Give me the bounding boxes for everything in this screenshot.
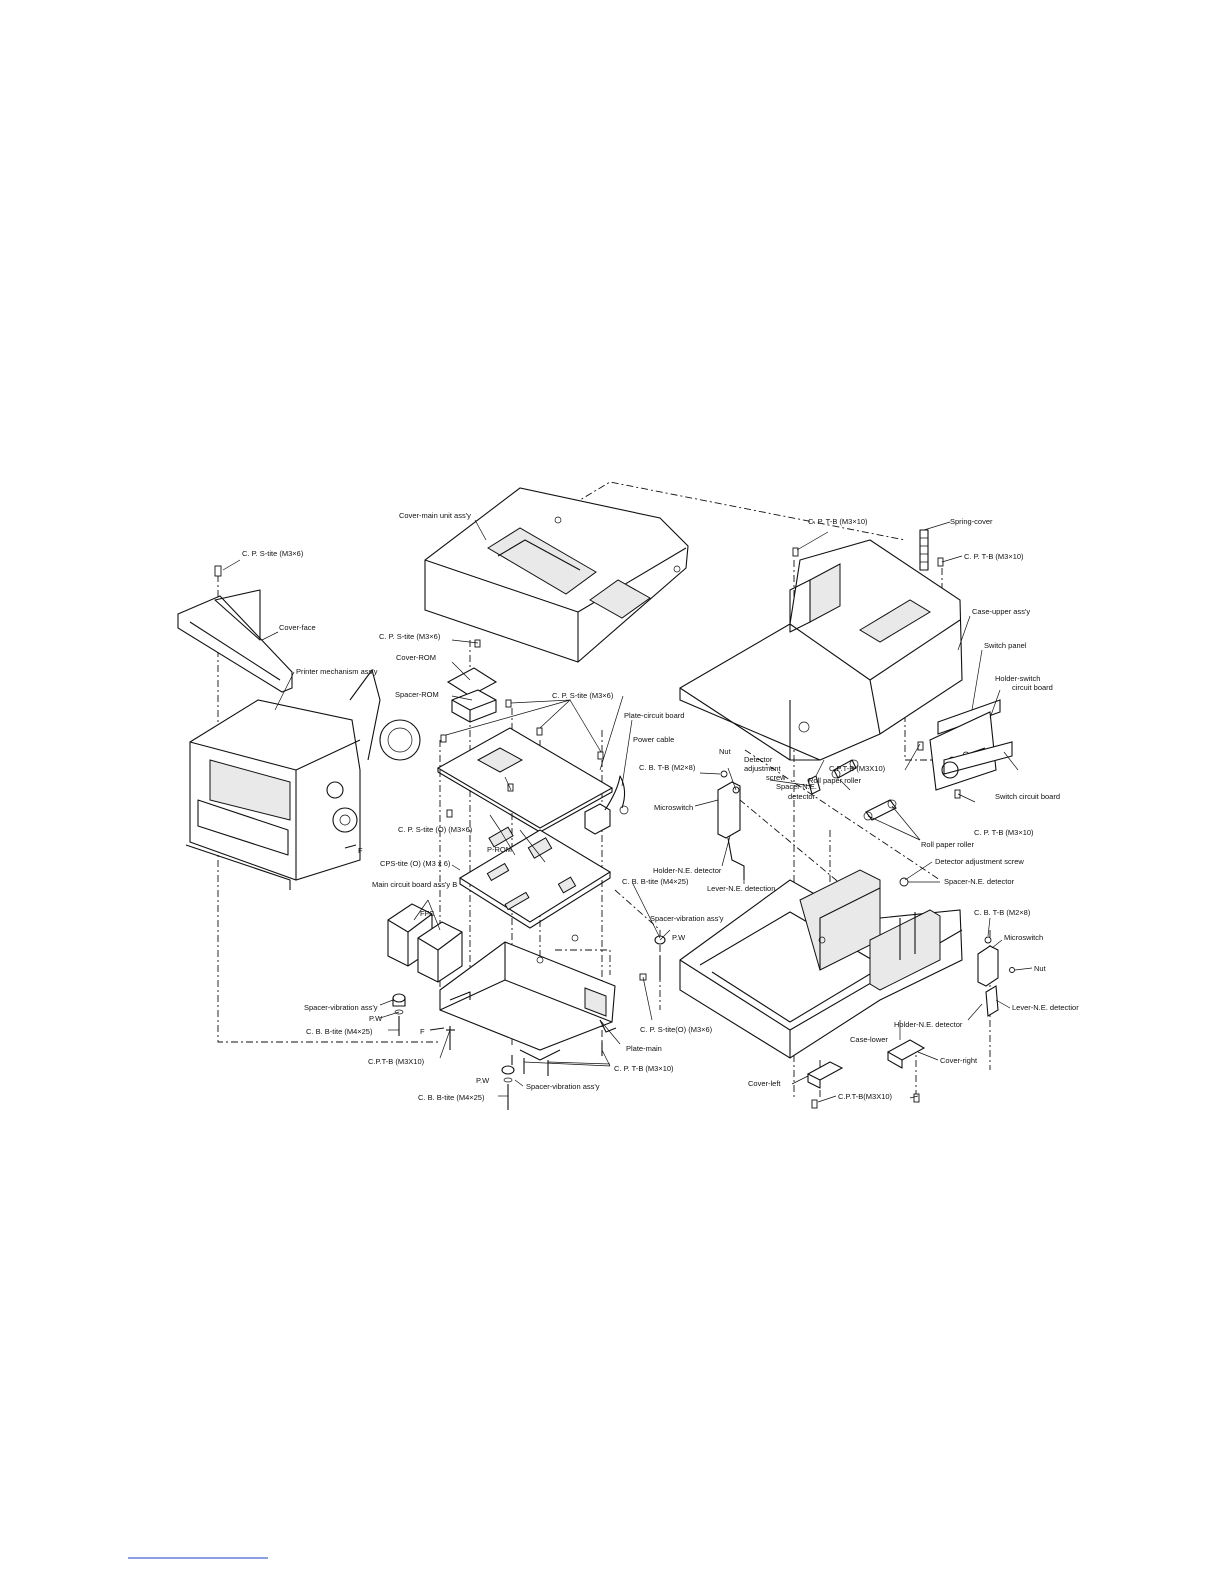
label-f-mark-2: F: [420, 1027, 425, 1036]
label-pw-bottom: P.W: [476, 1076, 490, 1085]
case-upper-drawing: [679, 529, 963, 761]
label-holder-switch: Holder-switch: [995, 674, 1040, 683]
label-cp-s-tite-o-plate: C. P. S-tite(O) (M3×6): [640, 1025, 713, 1034]
label-detector-adj-2: adjustment: [744, 764, 782, 773]
label-plate-main: Plate-main: [626, 1044, 662, 1053]
label-cpt-b-left: C.P.T-B (M3X10): [368, 1057, 425, 1066]
bottom-covers-drawing: [806, 1039, 926, 1109]
label-plate-circuit-board: Plate-circuit board: [624, 711, 684, 720]
label-cb-t-b-top: C. B. T-B (M2×8): [639, 763, 696, 772]
label-cover-left: Cover-left: [748, 1079, 781, 1088]
case-lower-drawing: [679, 869, 963, 1059]
label-cps-tite-o: CPS-tite (O) (M3 x 6): [380, 859, 451, 868]
cover-face-drawing: [177, 565, 293, 693]
label-nut-top: Nut: [719, 747, 732, 756]
label-f-mark-1: F: [358, 846, 363, 855]
part-labels: Cover-main unit ass'y C. P. S-tite (M3×6…: [242, 511, 1079, 1102]
label-spacer-rom: Spacer-ROM: [395, 690, 439, 699]
label-cover-main-unit: Cover-main unit ass'y: [399, 511, 471, 520]
label-detector-adj-3: screw: [766, 773, 786, 782]
ffc-drawing: [387, 903, 463, 983]
f-arrows: [344, 844, 445, 1031]
label-nut-right: Nut: [1034, 964, 1047, 973]
label-spacer-ne-2: detector: [788, 792, 816, 801]
label-roll-paper-roller-1: Roll paper roller: [808, 776, 861, 785]
label-power-cable: Power cable: [633, 735, 674, 744]
label-printer-mechanism: Printer mechanism ass'y: [296, 667, 378, 676]
label-switch-panel: Switch panel: [984, 641, 1027, 650]
label-cb-b-tite-left: C. B. B-tite (M4×25): [306, 1027, 373, 1036]
roll-paper-roller-drawing: [863, 799, 909, 887]
label-pw-mid: P.W: [672, 933, 686, 942]
label-spacer-ne-1: Spacer-N.E.: [776, 782, 817, 791]
label-spring-cover: Spring-cover: [950, 517, 993, 526]
label-holder-ne-top: Holder-N.E. detector: [653, 866, 722, 875]
label-ffc: FFC: [420, 909, 435, 918]
label-detector-adj-screw: Detector adjustment screw: [935, 857, 1024, 866]
label-spacer-vibration-mid: Spacer-vibration ass'y: [650, 914, 724, 923]
label-spacer-vibration-bottom: Spacer-vibration ass'y: [526, 1082, 600, 1091]
label-spacer-vibration-left: Spacer-vibration ass'y: [304, 1003, 378, 1012]
label-roll-paper-roller-2: Roll paper roller: [921, 840, 974, 849]
label-cp-t-b-plate: C. P. T-B (M3×10): [614, 1064, 674, 1073]
label-case-upper: Case-upper ass'y: [972, 607, 1030, 616]
cover-main-unit-drawing: [424, 487, 689, 663]
plate-main-drawing: [439, 934, 647, 1061]
ne-detector-right-drawing: [977, 936, 1015, 1017]
switch-assembly-drawing: [917, 699, 1013, 799]
label-holder-switch-2: circuit board: [1012, 683, 1053, 692]
label-main-circuit-board: Main circuit board ass'y B: [372, 880, 457, 889]
label-microswitch-top: Microswitch: [654, 803, 693, 812]
label-cover-rom: Cover-ROM: [396, 653, 436, 662]
label-cp-s-tite-o: C. P. S-tite (O) (M3×6): [398, 825, 473, 834]
label-p-rom: P-ROM: [487, 845, 512, 854]
label-cpt-b-switch: C.P.T-B (M3X10): [829, 764, 886, 773]
leader-lines: [222, 519, 1033, 1103]
label-cover-face: Cover-face: [279, 623, 316, 632]
label-lever-ne-top: Lever-N.E. detection: [707, 884, 775, 893]
label-cb-t-b-right: C. B. T-B (M2×8): [974, 908, 1031, 917]
printer-mechanism-drawing: [185, 669, 421, 890]
label-lever-ne-right: Lever-N.E. detectior: [1012, 1003, 1079, 1012]
label-switch-circuit-board: Switch circuit board: [995, 792, 1060, 801]
label-cp-t-b-switch: C. P. T-B (M3×10): [974, 828, 1034, 837]
label-cp-s-tite-rom: C. P. S-tite (M3×6): [379, 632, 441, 641]
label-cp-t-b-right: C. P. T-B (M3×10): [964, 552, 1024, 561]
label-cp-s-tite-board: C. P. S-tite (M3×6): [552, 691, 614, 700]
label-detector-adj-1: Detector: [744, 755, 773, 764]
label-cp-t-b-top: C. P. T-B (M3×10): [808, 517, 868, 526]
label-cb-b-tite-bottom: C. B. B-tite (M4×25): [418, 1093, 485, 1102]
label-cpt-b-bottom: C.P.T-B(M3X10): [838, 1092, 893, 1101]
power-cable-drawing: [584, 775, 629, 835]
label-cp-s-tite-top-left: C. P. S-tite (M3×6): [242, 549, 304, 558]
label-cover-right: Cover-right: [940, 1056, 978, 1065]
label-case-lower: Case-lower: [850, 1035, 888, 1044]
plate-circuit-board-drawing: [436, 699, 614, 833]
ne-detector-center-drawing: [717, 759, 859, 880]
label-pw-left: P.W: [369, 1014, 383, 1023]
label-microswitch-right: Microswitch: [1004, 933, 1043, 942]
main-circuit-board-drawing: [446, 783, 612, 929]
label-holder-ne-right: Holder-N.E. detector: [894, 1020, 963, 1029]
label-spacer-ne-right: Spacer-N.E. detector: [944, 877, 1015, 886]
rom-parts-drawing: [446, 639, 498, 723]
label-cb-b-tite-mid: C. B. B-tite (M4×25): [622, 877, 689, 886]
